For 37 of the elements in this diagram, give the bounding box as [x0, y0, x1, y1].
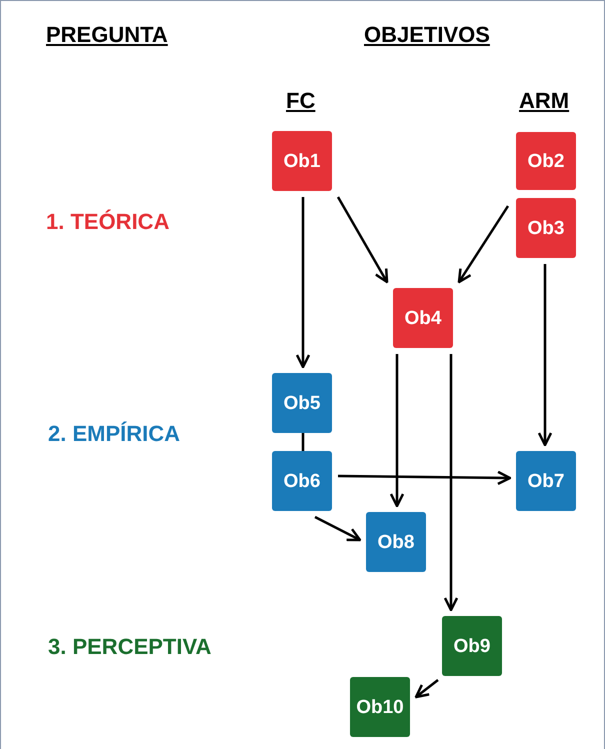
arrow: [414, 679, 439, 698]
objective-box: [272, 131, 332, 191]
objective-box: [272, 451, 332, 511]
column-heading: OBJETIVOS: [364, 24, 490, 46]
objective-label: Ob8: [378, 532, 414, 552]
question-label: 1. TEÓRICA: [46, 211, 170, 233]
objective-label: Ob10: [356, 698, 404, 716]
arrow: [444, 354, 458, 612]
arrow: [538, 264, 552, 446]
objective-box: [272, 373, 332, 433]
objective-label: Ob3: [528, 218, 564, 238]
arrow: [336, 196, 388, 284]
arrow: [314, 516, 362, 542]
objective-box: [516, 451, 576, 511]
objective-box: [442, 616, 502, 676]
arrow: [338, 470, 512, 486]
objective-box: [516, 132, 576, 190]
objective-label: Ob2: [528, 152, 564, 170]
connector-line: [302, 433, 304, 451]
objective-box: [516, 198, 576, 258]
arrow: [390, 354, 404, 508]
question-label: 3. PERCEPTIVA: [48, 636, 212, 658]
question-label: 2. EMPÍRICA: [48, 423, 180, 445]
arrow: [458, 205, 510, 284]
objective-label: Ob7: [528, 472, 564, 490]
objective-box: [366, 512, 426, 572]
objective-box: [350, 677, 410, 737]
column-heading: FC: [286, 90, 316, 112]
column-heading: ARM: [519, 90, 570, 112]
arrow: [296, 197, 310, 368]
objective-label: Ob1: [284, 152, 320, 170]
objective-label: Ob4: [404, 308, 442, 328]
objective-label: Ob5: [284, 394, 320, 412]
objective-label: Ob6: [284, 472, 320, 490]
objective-label: Ob9: [454, 636, 490, 656]
objective-box: [393, 288, 453, 348]
column-heading: PREGUNTA: [46, 24, 168, 46]
